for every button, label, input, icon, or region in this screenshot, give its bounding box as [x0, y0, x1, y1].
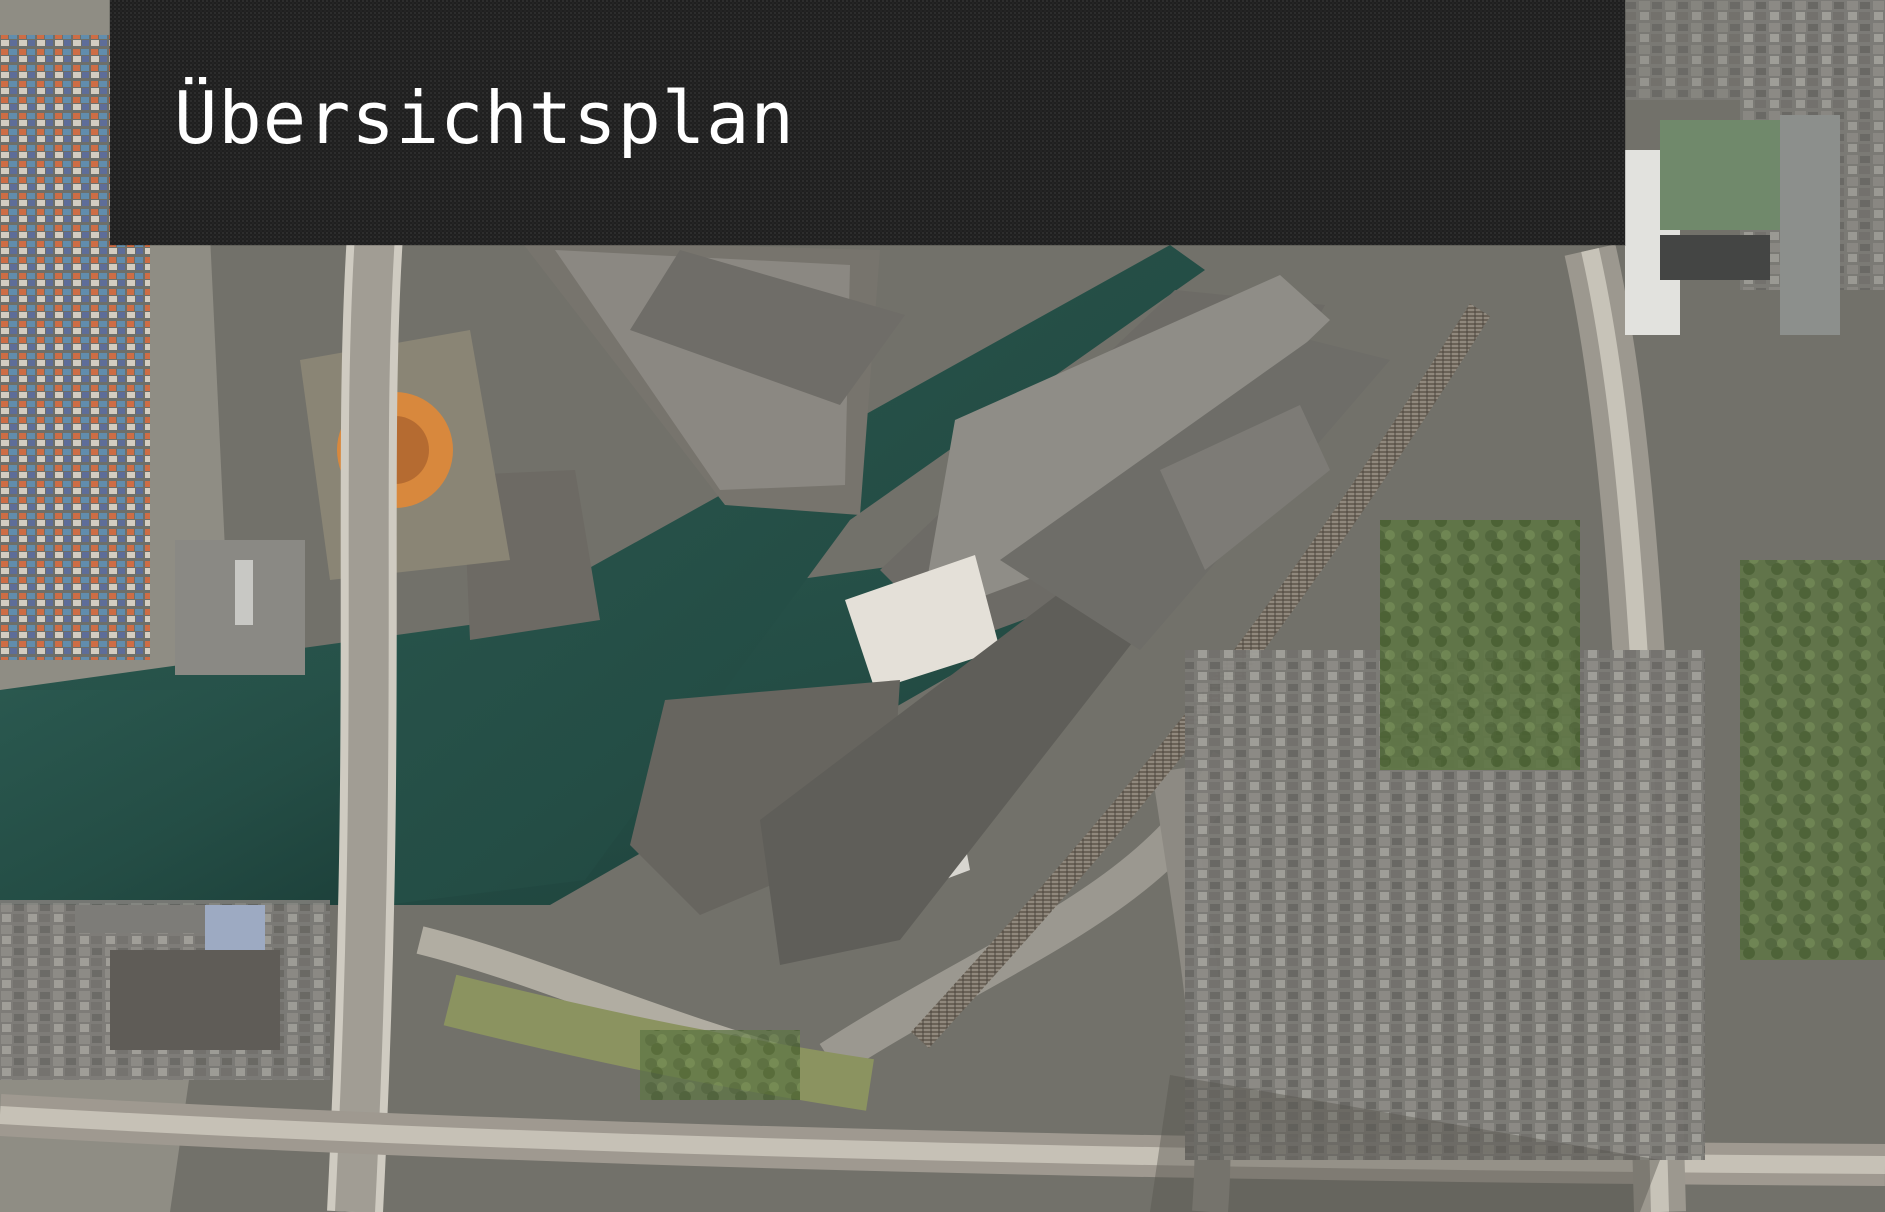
title-banner: Übersichtsplan: [110, 0, 1625, 245]
page-title: Übersichtsplan: [174, 76, 795, 160]
